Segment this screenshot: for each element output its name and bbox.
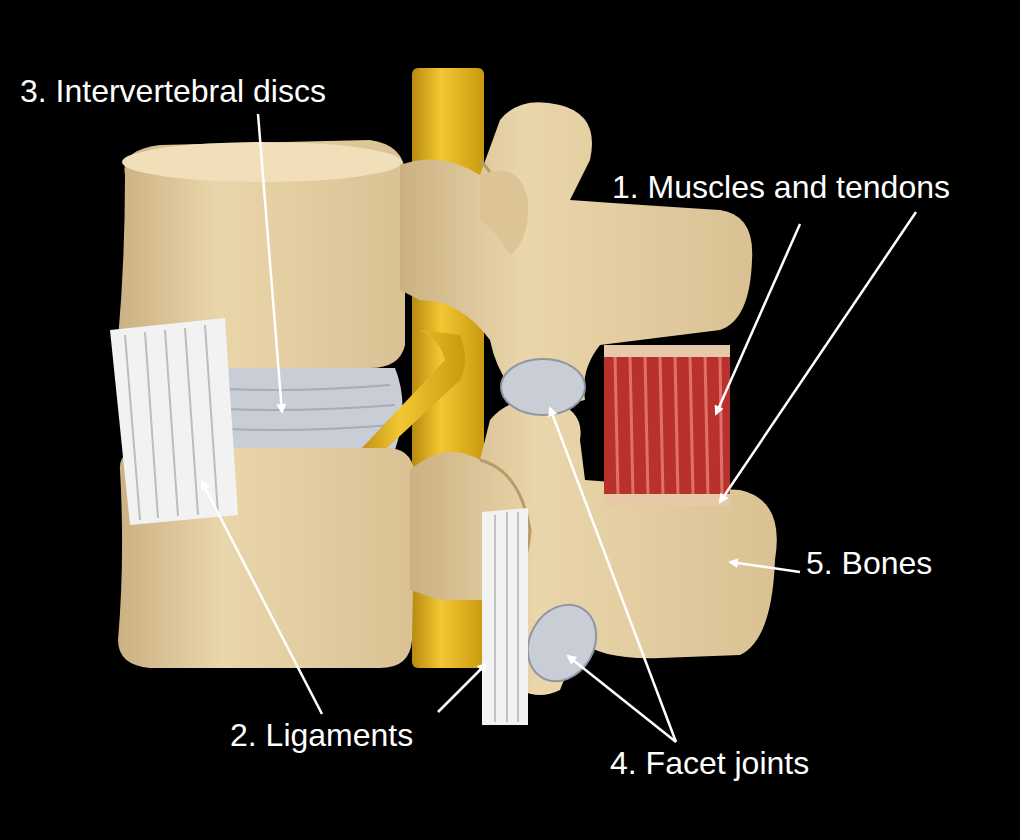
part-label: 4. Facet joints bbox=[610, 746, 809, 781]
part-label: 3. Intervertebral discs bbox=[20, 74, 326, 109]
part-label: 2. Ligaments bbox=[230, 718, 413, 753]
part-label: 5. Bones bbox=[806, 546, 932, 581]
part-label: 1. Muscles and tendons bbox=[612, 170, 950, 205]
